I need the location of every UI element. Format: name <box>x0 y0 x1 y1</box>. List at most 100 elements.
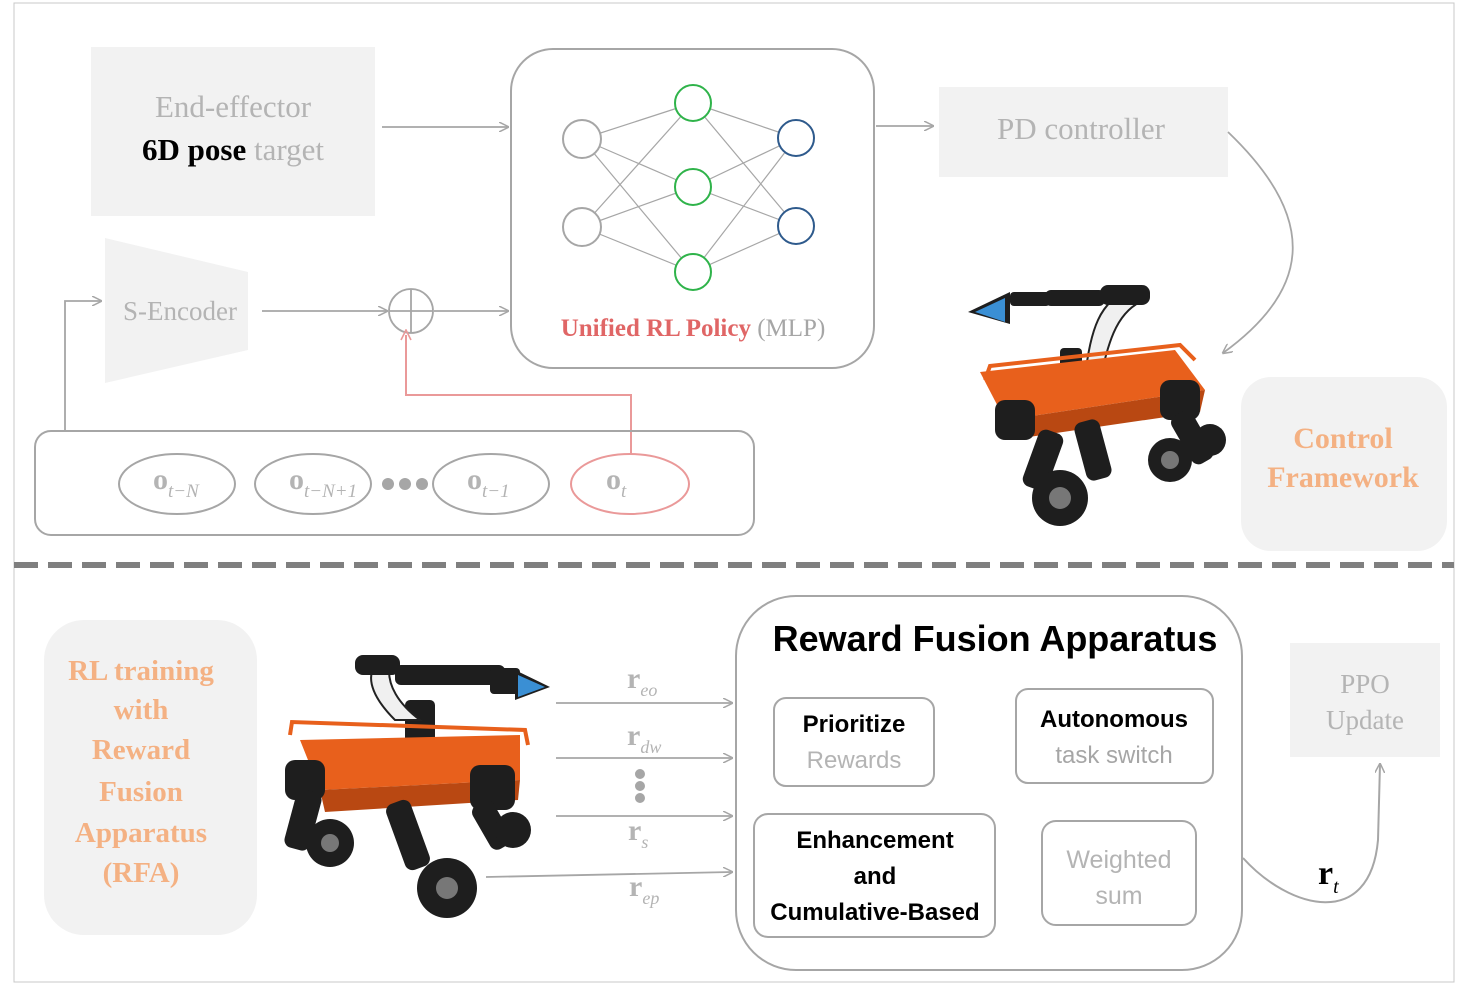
mlp-output-node <box>777 207 815 245</box>
rl-training-line: Fusion <box>99 776 183 808</box>
robot-image-top <box>968 285 1226 526</box>
policy-box <box>510 48 875 369</box>
arrow-ot-to-concat <box>406 335 632 455</box>
ee-target-bold: 6D pose <box>142 132 246 167</box>
mlp-hidden-node <box>674 168 712 206</box>
output-reward: rt <box>1318 855 1339 898</box>
rl-training-line: Apparatus <box>75 817 207 849</box>
arrow-rfa-to-ppo <box>1242 764 1380 904</box>
policy-label: Unified RL Policy (MLP) <box>561 315 826 342</box>
obs-ellipse <box>254 453 372 515</box>
reward-label: rs <box>628 814 648 852</box>
reward-arrow <box>485 872 732 878</box>
obs-ellipse <box>118 453 236 515</box>
obs-label: ot−N <box>153 463 200 502</box>
prioritize-line1: Prioritize <box>803 711 906 738</box>
autonomous-box <box>1015 688 1214 784</box>
obs-label-base: o <box>153 463 168 496</box>
outer-frame <box>13 2 1455 983</box>
policy-label-red: Unified RL Policy <box>561 315 752 342</box>
ee-target-line1: End-effector <box>155 89 312 124</box>
obs-label-sub: t <box>621 481 627 502</box>
s-encoder-label: S-Encoder <box>123 296 237 326</box>
reward-label-base: r <box>629 870 642 903</box>
policy-label-gray: (MLP) <box>751 315 825 342</box>
mlp-edge <box>581 138 694 273</box>
obs-ellipse <box>432 453 550 515</box>
control-framework-line1: Control <box>1293 422 1392 455</box>
mlp-edge <box>581 138 694 188</box>
mlp-edge <box>581 102 694 228</box>
mlp-hidden-node <box>674 84 712 122</box>
pd-controller-label: PD controller <box>997 111 1166 146</box>
enhancement-line3: Cumulative-Based <box>770 899 979 926</box>
obs-label-sub: t−N <box>168 481 200 502</box>
prioritize-line2: Rewards <box>807 747 902 774</box>
s-encoder-shape <box>105 238 248 383</box>
mlp-edge <box>692 137 797 188</box>
ppo-line2: Update <box>1326 705 1404 735</box>
mlp-edge <box>692 102 797 227</box>
rl-training-line: (RFA) <box>103 857 180 889</box>
reward-label-sub: eo <box>640 680 657 700</box>
enhancement-box <box>753 813 996 938</box>
weighted-sum-line2: sum <box>1095 882 1142 910</box>
weighted-sum-box <box>1041 820 1197 926</box>
autonomous-line2: task switch <box>1055 742 1172 769</box>
prioritize-box <box>773 697 935 787</box>
rl-training-box <box>44 620 257 935</box>
mlp-network <box>562 84 815 291</box>
obs-label-sub: t−N+1 <box>304 481 357 502</box>
ee-target-box <box>91 47 375 216</box>
reward-label-base: r <box>627 662 640 695</box>
reward-label-base: r <box>627 719 640 752</box>
enhancement-line2: and <box>854 863 897 890</box>
reward-label-sub: ep <box>642 888 659 908</box>
control-framework-line2: Framework <box>1267 461 1419 494</box>
rfa-title: Reward Fusion Apparatus <box>773 618 1218 659</box>
obs-label: ot−N+1 <box>289 463 357 502</box>
reward-label-sub: s <box>641 832 648 852</box>
rl-training-line: Reward <box>92 734 190 766</box>
autonomous-line1: Autonomous <box>1040 706 1188 733</box>
arrow-history-to-encoder <box>64 301 101 431</box>
mlp-edge <box>692 137 797 273</box>
obs-label: ot−1 <box>467 463 510 502</box>
weighted-sum-line1: Weighted <box>1066 846 1171 874</box>
output-reward-sub: t <box>1333 876 1339 898</box>
obs-ellipse <box>570 453 690 515</box>
mlp-hidden-node <box>674 253 712 291</box>
pd-controller-box <box>939 87 1228 177</box>
rl-training-line: RL training <box>68 655 214 687</box>
output-reward-base: r <box>1318 855 1333 892</box>
obs-label-base: o <box>289 463 304 496</box>
rl-training-line: with <box>114 694 169 726</box>
ppo-line1: PPO <box>1340 669 1390 699</box>
reward-label: rep <box>629 870 659 908</box>
reward-label-sub: dw <box>640 737 661 757</box>
ee-target-rest: target <box>246 132 324 167</box>
enhancement-line1: Enhancement <box>796 827 953 854</box>
reward-label: rdw <box>627 719 661 757</box>
rfa-box <box>735 595 1243 971</box>
obs-label: ot <box>606 463 627 502</box>
reward-ellipsis-dots <box>635 769 645 803</box>
obs-label-base: o <box>467 463 482 496</box>
ppo-box <box>1290 643 1440 757</box>
mlp-input-node <box>562 119 602 159</box>
reward-label-base: r <box>628 814 641 847</box>
obs-label-base: o <box>606 463 621 496</box>
reward-label: reo <box>627 662 657 700</box>
robot-image-bottom <box>284 655 550 918</box>
arrow-pd-to-robot <box>1223 131 1294 353</box>
obs-label-sub: t−1 <box>482 481 510 502</box>
ee-target-line2: 6D pose target <box>142 132 324 167</box>
obs-history-box <box>34 430 755 536</box>
mlp-output-node <box>777 119 815 157</box>
mlp-input-node <box>562 207 602 247</box>
